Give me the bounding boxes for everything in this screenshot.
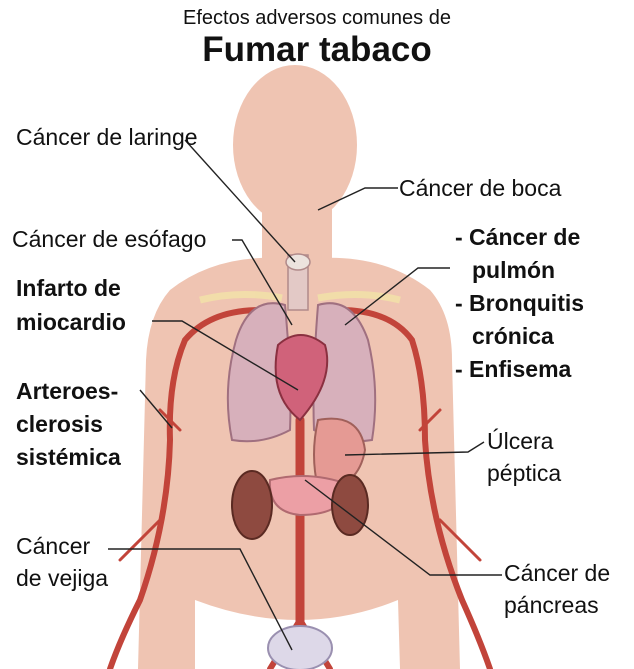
label-ulcer-1: Úlcera bbox=[487, 428, 553, 454]
bladder bbox=[268, 626, 332, 669]
label-lung-cancer-2: pulmón bbox=[472, 257, 555, 283]
label-bronchitis-2: crónica bbox=[472, 323, 554, 349]
label-ulcer-2: péptica bbox=[487, 460, 561, 486]
diagram-subtitle: Efectos adversos comunes de bbox=[0, 7, 634, 30]
label-esophagus-cancer: Cáncer de esófago bbox=[12, 226, 206, 252]
label-bronchitis: - Bronquitis bbox=[455, 290, 584, 316]
diagram-title: Fumar tabaco bbox=[0, 30, 634, 70]
label-lung-cancer: - Cáncer de bbox=[455, 224, 580, 250]
trachea bbox=[286, 254, 310, 310]
label-bladder-1: Cáncer bbox=[16, 533, 90, 559]
label-atherosclerosis-3: sistémica bbox=[16, 444, 121, 470]
label-mouth-cancer: Cáncer de boca bbox=[399, 175, 561, 201]
label-larynx-cancer: Cáncer de laringe bbox=[16, 124, 198, 150]
label-pancreas-2: páncreas bbox=[504, 592, 599, 618]
label-atherosclerosis-2: clerosis bbox=[16, 411, 103, 437]
label-atherosclerosis-1: Arteroes- bbox=[16, 378, 118, 404]
label-emphysema: - Enfisema bbox=[455, 356, 571, 382]
left-kidney bbox=[232, 471, 272, 539]
label-pancreas-1: Cáncer de bbox=[504, 560, 610, 586]
label-bladder-2: de vejiga bbox=[16, 565, 108, 591]
label-mi-1: Infarto de bbox=[16, 275, 121, 301]
label-mi-2: miocardio bbox=[16, 309, 126, 335]
